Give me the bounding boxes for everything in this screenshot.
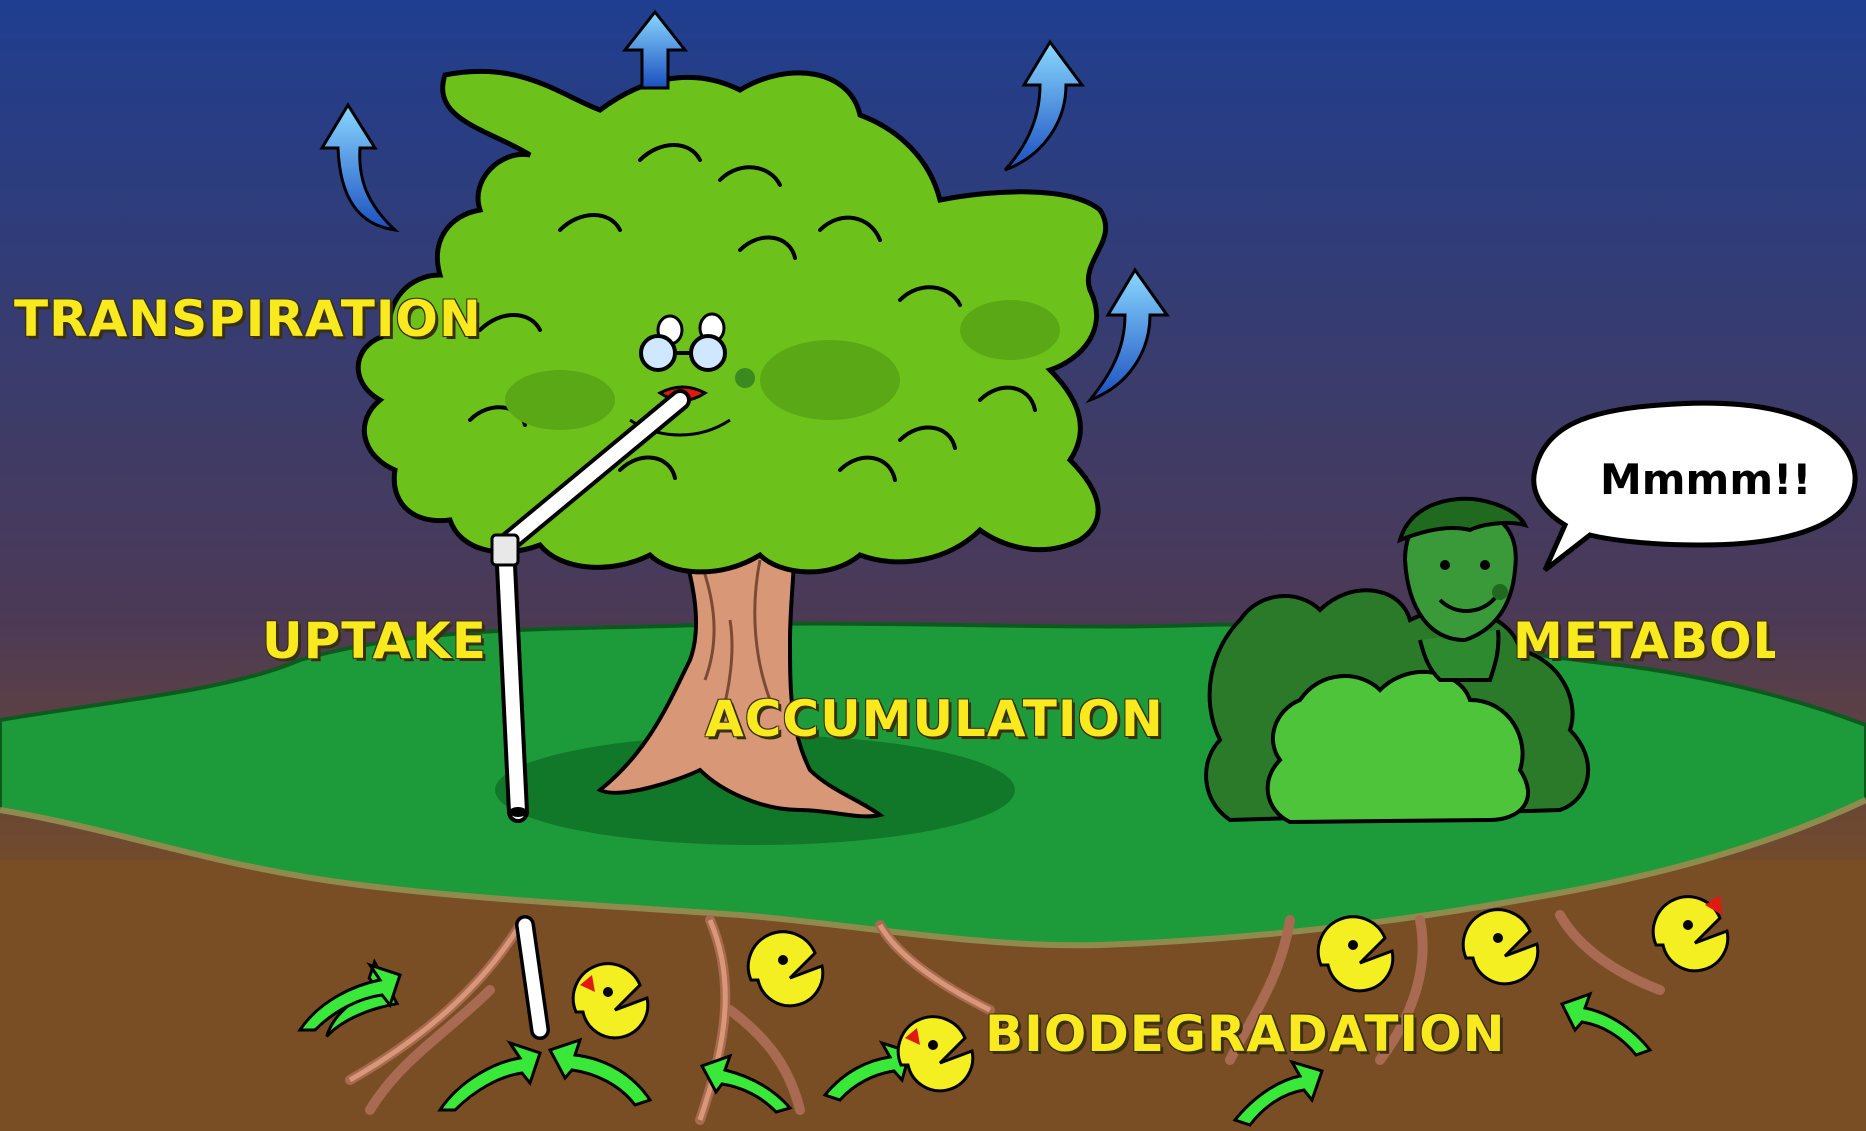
uptake-label: UPTAKE xyxy=(262,612,487,670)
speech-bubble-text: Mmmm!! xyxy=(1600,455,1811,504)
accumulation-label: ACCUMULATION xyxy=(705,690,1164,748)
biodegradation-label: BIODEGRADATION xyxy=(985,1005,1506,1063)
metabolism-label: METABOLISM xyxy=(1513,612,1775,670)
transpiration-label: TRANSPIRATION xyxy=(14,290,482,348)
